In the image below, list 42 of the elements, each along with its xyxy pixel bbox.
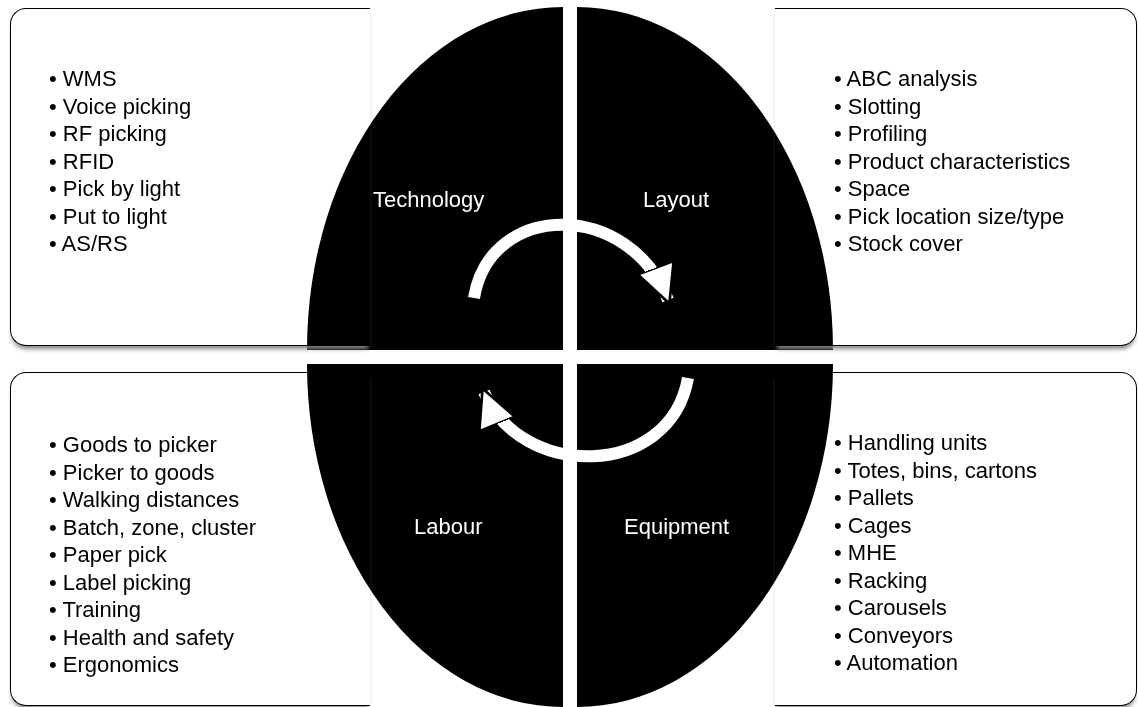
quadrant-segment [307,364,563,707]
bullet-item: • Paper pick [49,541,168,569]
bullet-item: • Training [49,596,143,624]
bullet-item: • Batch, zone, cluster [49,513,257,541]
quadrant-segment [577,364,833,707]
list-panel [775,8,1137,346]
bullet-item: • Product characteristics [834,147,1071,175]
bullet-item: • Pick location size/type [834,202,1066,230]
bullet-item: • Goods to picker [49,431,218,459]
bullet-item: • RF picking [49,120,168,148]
bullet-item: • Stock cover [834,230,964,258]
bullet-item: • Carousels [834,594,948,622]
segment-label: Equipment [624,514,730,540]
bullet-item: • Automation [834,649,959,677]
bullet-item: • Label picking [49,568,193,596]
bullet-item: • Space [834,175,912,203]
bullet-item: • Totes, bins, cartons [834,456,1037,484]
bullet-item: • Ergonomics [49,651,180,679]
bullet-item: • Pick by light [49,175,182,203]
bullet-item: • Handling units [834,429,989,457]
segment-label: Labour [414,514,483,540]
segment-label: Technology [373,187,485,213]
bullet-item: • Slotting [834,92,923,120]
bullet-item: • Pallets [834,484,915,512]
cycle-arrow [478,376,694,463]
bullet-item: • Conveyors [834,621,954,649]
bullet-item: • Picker to goods [49,458,216,486]
bullet-item: • Profiling [834,120,929,148]
bullet-item: • AS/RS [49,230,129,258]
list-panel [775,372,1137,706]
bullet-item: • Health and safety [49,623,236,651]
bullet-item: • Voice picking [49,92,192,120]
bullet-item: • MHE [834,539,898,567]
bullet-item: • Walking distances [49,486,241,514]
segment-label: Layout [643,187,710,213]
cycle-arrow [468,218,674,305]
bullet-item: • RFID [49,147,116,175]
bullet-item: • ABC analysis [834,65,979,93]
bullet-item: • WMS [49,65,118,93]
bullet-item: • Racking [834,566,929,594]
bullet-item: • Put to light [49,202,168,230]
bullet-item: • Cages [834,511,913,539]
